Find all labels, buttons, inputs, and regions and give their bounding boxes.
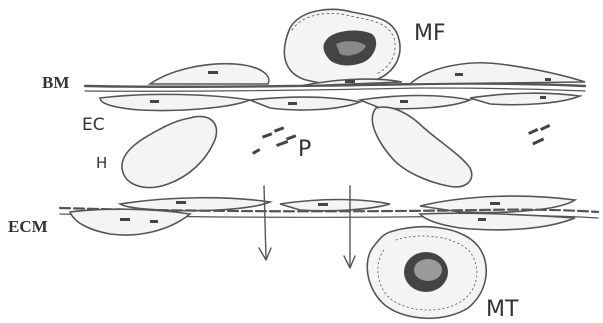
platelets-center <box>252 126 296 154</box>
label-ecm: ECM <box>8 217 48 236</box>
label-mf: MF <box>414 21 446 46</box>
label-ec: EC <box>82 115 105 135</box>
label-h: H <box>96 154 107 172</box>
label-p: P <box>298 137 311 162</box>
label-bm: BM <box>42 73 69 92</box>
migration-arrow-left <box>259 186 271 260</box>
right-vacuole <box>372 107 471 187</box>
migration-arrow-right <box>344 186 355 268</box>
label-mt: MT <box>486 297 519 322</box>
lower-perivascular-cells <box>70 209 575 235</box>
left-vacuole <box>122 116 217 187</box>
platelets-right <box>528 124 550 145</box>
macrophage-cell <box>284 9 400 85</box>
endothelial-cells-upper <box>100 93 580 110</box>
tissue-macrophage-cell <box>367 227 486 319</box>
